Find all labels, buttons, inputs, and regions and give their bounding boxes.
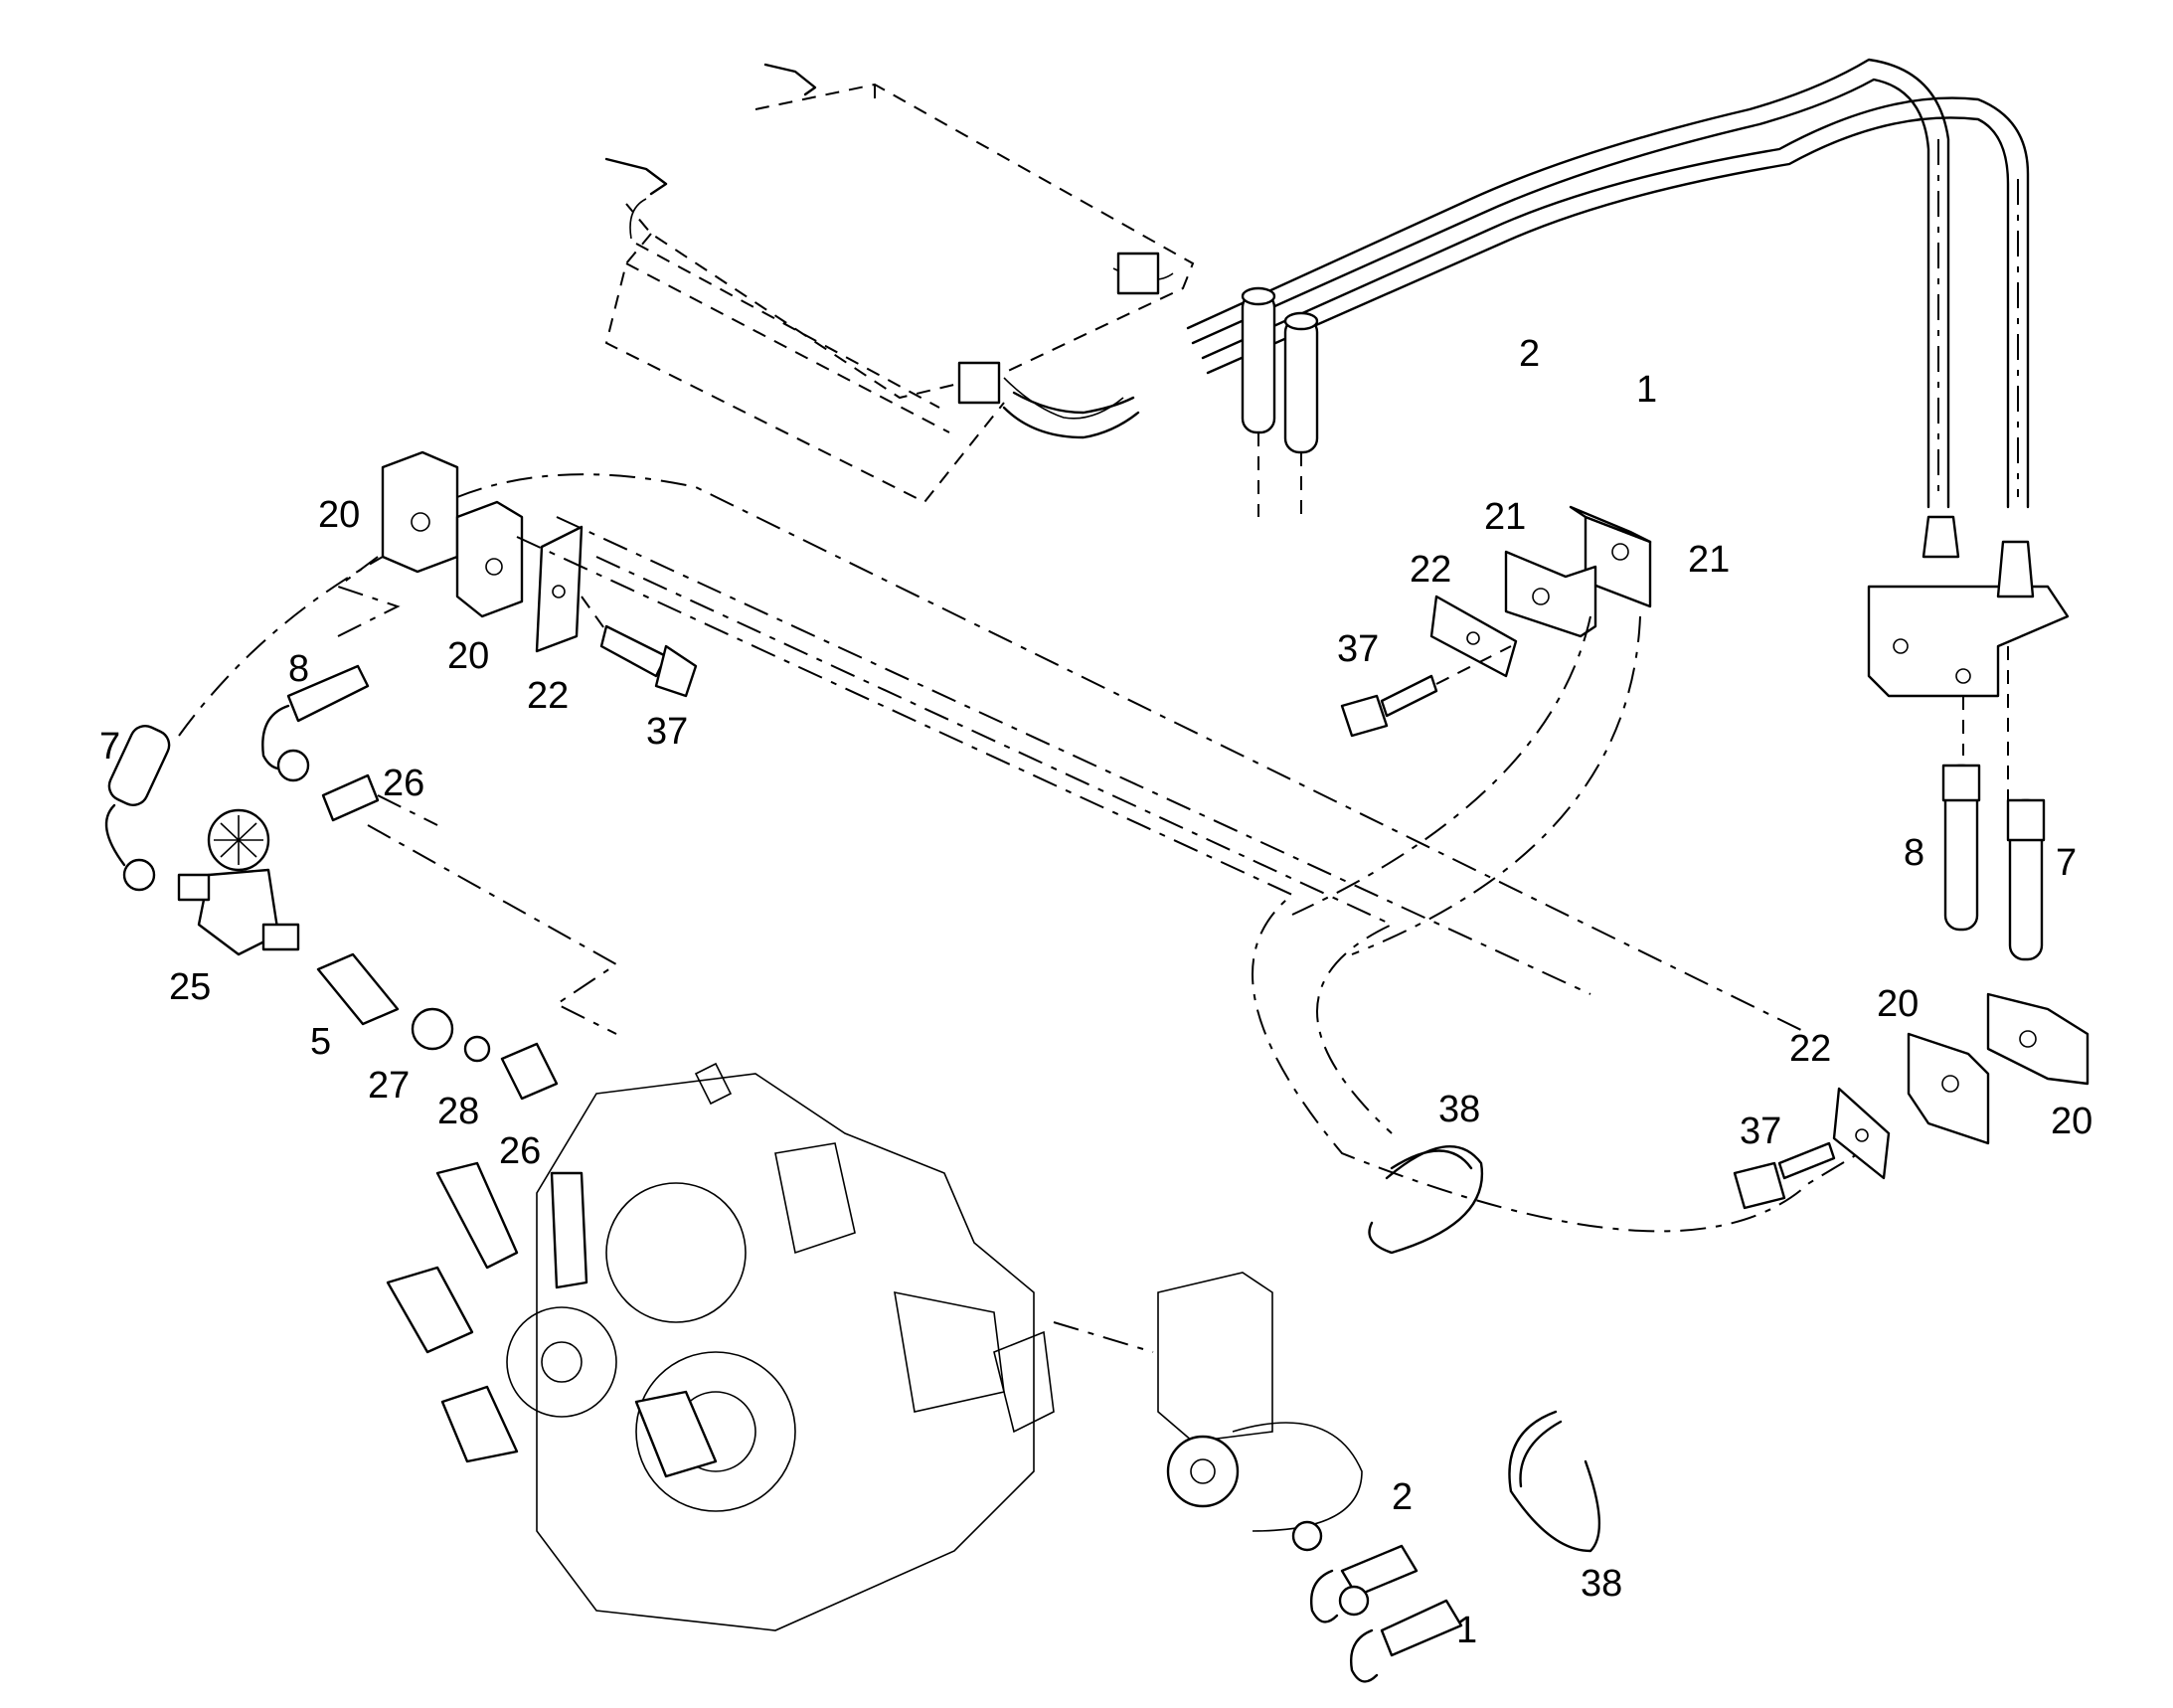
callout-label: 2 [1392,1476,1413,1518]
hose-8-left [261,664,370,782]
hose-7-left [104,725,171,892]
clamp-20-left-upper [381,450,459,574]
hose-1-bottom [1338,1585,1463,1683]
callouts: 2 1 20 20 22 37 21 21 22 37 8 7 26 25 5 … [99,333,2092,1651]
callout-label: 22 [1410,549,1451,591]
callout-label: 25 [169,966,211,1008]
hose-8-right [1941,764,1981,932]
tube-5 [316,952,400,1026]
condenser-unit [604,63,1195,504]
callout-label: 27 [368,1065,410,1107]
hose-clamp-38-upper [1368,1144,1484,1255]
callout-label: 26 [499,1130,541,1172]
clamp-20-right-upper [1986,992,2089,1086]
callout-label: 28 [437,1091,479,1132]
bulkhead-bracket [1867,515,2070,805]
callout-label: 20 [318,494,360,536]
clamp-21-lower [1504,550,1597,638]
callout-label: 26 [383,763,424,804]
clamp-20-right-lower [1907,1032,1990,1145]
washer-plate-22-right [1832,1087,1891,1180]
clamp-20-left-lower [455,500,524,618]
callout-label: 8 [288,648,309,690]
callout-label: 2 [1519,333,1540,375]
callout-label: 20 [2051,1101,2092,1142]
callout-label: 1 [1456,1610,1477,1651]
bolt-37-mid [1340,645,1512,738]
compressor [1053,1272,1363,1532]
nut-27 [411,1007,454,1051]
fitting-26-lower [500,1042,559,1101]
callout-label: 38 [1438,1089,1480,1130]
callout-label: 7 [99,726,120,768]
callout-label: 8 [1904,832,1924,874]
callout-label: 7 [2056,842,2077,884]
callout-label: 20 [1877,983,1919,1025]
washer-plate-22-left [535,525,584,653]
refrigerant-lines-upper [1186,58,2030,509]
hose-2-bottom [1291,1520,1419,1623]
washer-28 [463,1035,491,1063]
hose-clamp-38-lower [1508,1410,1600,1553]
bolt-37-left [581,596,698,698]
callout-label: 37 [1337,628,1379,670]
callout-label: 37 [646,711,688,753]
hose-7-right [2006,798,2046,961]
callout-label: 5 [310,1021,331,1063]
callout-label: 21 [1688,539,1730,581]
callout-label: 21 [1484,496,1526,538]
washer-plate-22-mid [1429,595,1518,678]
valve-25 [177,808,300,956]
callout-label: 22 [1789,1028,1831,1070]
callout-label: 22 [527,675,569,717]
clamp-21-upper [1569,505,1652,608]
callout-label: 38 [1581,1563,1622,1605]
callout-label: 37 [1740,1110,1781,1152]
routing-lines [178,473,1860,1233]
fitting-26-upper [321,773,438,826]
callout-label: 1 [1636,369,1657,411]
hose-1-top [1283,311,1319,517]
bolt-37-right [1733,1141,1836,1210]
fan-blades [386,1161,718,1478]
hose-2-top [1241,286,1276,517]
callout-label: 20 [447,635,489,677]
